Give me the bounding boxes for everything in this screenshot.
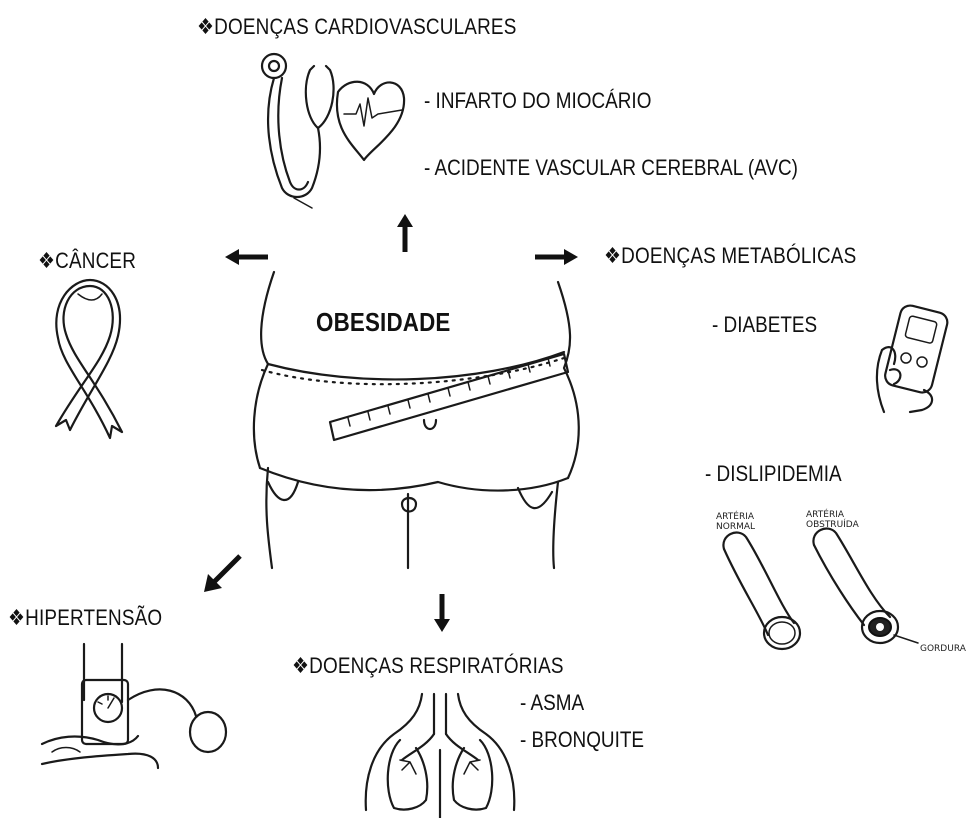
artery-label-normal: ARTÉRIA [716, 510, 755, 522]
metabolic-title: ❖DOENÇAS METABÓLICAS [604, 243, 856, 269]
glucometer-icon [870, 300, 950, 420]
respiratory-item-bronchitis: - BRONQUITE [520, 727, 644, 753]
artery-label-fat: GORDURA [920, 644, 967, 654]
stethoscope-heart-icon [252, 48, 412, 208]
cancer-title: ❖CÂNCER [38, 248, 136, 274]
artery-label-obstructed: ARTÉRIA [806, 508, 845, 520]
cardio-item-infarct: - INFARTO DO MIOCÁRIO [424, 88, 651, 114]
obese-belly-icon [238, 268, 590, 568]
respiratory-item-asthma: - ASMA [520, 690, 584, 716]
cardiovascular-title: ❖DOENÇAS CARDIOVASCULARES [197, 14, 517, 40]
metabolic-item-diabetes: - DIABETES [712, 312, 817, 338]
arrow-up-icon [395, 212, 415, 254]
lungs-icon [360, 690, 520, 818]
hypertension-title: ❖HIPERTENSÃO [8, 605, 162, 631]
metabolic-item-dyslipidemia: - DISLIPIDEMIA [705, 461, 842, 487]
svg-text:NORMAL: NORMAL [716, 522, 755, 532]
arrow-right-icon [533, 247, 581, 267]
artery-icon: ARTÉRIA NORMAL ARTÉRIA OBSTRUÍDA GORDURA [704, 505, 974, 665]
cardio-item-avc: - ACIDENTE VASCULAR CEREBRAL (AVC) [424, 155, 798, 181]
svg-text:OBSTRUÍDA: OBSTRUÍDA [806, 518, 860, 530]
arrow-left-icon [222, 247, 270, 267]
blood-pressure-cuff-icon [38, 640, 238, 790]
respiratory-title: ❖DOENÇAS RESPIRATÓRIAS [292, 653, 564, 679]
awareness-ribbon-icon [40, 280, 140, 440]
arrow-down-icon [432, 592, 452, 634]
